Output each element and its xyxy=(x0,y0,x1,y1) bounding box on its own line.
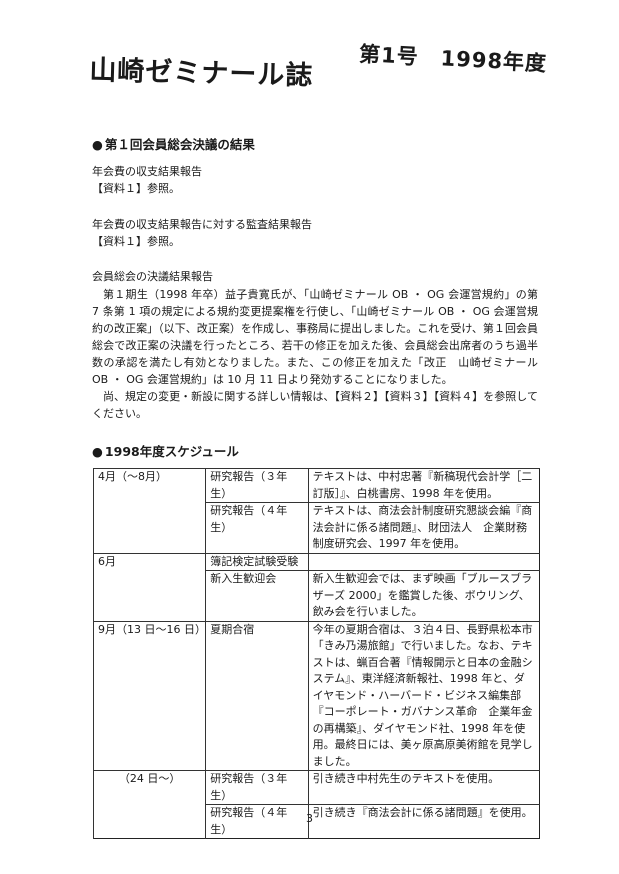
page-number: 3 xyxy=(306,812,313,825)
resolution-paragraph-2: 尚、規定の変更・新設に関する詳しい情報は、【資料２】【資料３】【資料４】を参照し… xyxy=(92,390,538,420)
report-item-title: 年会費の収支結果報告に対する監査結果報告 xyxy=(92,218,312,231)
schedule-event: 研究報告（３年生） xyxy=(205,468,309,503)
report-item-2: 年会費の収支結果報告に対する監査結果報告 【資料１】参照。 xyxy=(92,217,534,250)
table-row: 研究報告（４年生） 引き続き『商法会計に係る諸問題』を使用。 xyxy=(92,804,540,839)
schedule-event: 簿記検定試験受験 xyxy=(205,552,309,571)
schedule-event: 研究報告（４年生） xyxy=(205,804,309,839)
schedule-event: 新入生歓迎会 xyxy=(205,570,309,621)
section-heading-text: 第１回会員総会決議の結果 xyxy=(104,137,255,152)
schedule-detail: テキストは、商法会計制度研究懇談会編『商法会計に係る諸問題』、財団法人 企業財務… xyxy=(307,502,540,553)
section-heading-text: 1998年度スケジュール xyxy=(104,444,239,459)
table-row: 6月 簿記検定試験受験 xyxy=(92,552,540,571)
table-row: 研究報告（４年生） テキストは、商法会計制度研究懇談会編『商法会計に係る諸問題』… xyxy=(92,502,540,553)
schedule-date: 9月（13 日～16 日） xyxy=(92,620,206,771)
report-item-title: 年会費の収支結果報告 xyxy=(92,165,202,178)
publication-title: 山崎ゼミナール誌 xyxy=(89,54,314,92)
schedule-date xyxy=(92,570,206,621)
schedule-date: （24 日～） xyxy=(92,770,206,805)
schedule-date xyxy=(92,502,206,553)
report-item-ref: 【資料１】参照。 xyxy=(92,181,180,195)
report-item-1: 年会費の収支結果報告 【資料１】参照。 xyxy=(92,164,534,197)
schedule-detail: 今年の夏期合宿は、３泊４日、長野県松本市「きみ乃湯旅館」で行いました。なお、テキ… xyxy=(307,620,540,771)
section-heading-schedule: ●1998年度スケジュール xyxy=(92,441,239,460)
schedule-detail: テキストは、中村忠著『新稿現代会計学［二訂版］』、白桃書房、1998 年を使用。 xyxy=(307,468,540,503)
schedule-event: 研究報告（４年生） xyxy=(205,502,309,553)
table-row: 新入生歓迎会 新入生歓迎会では、まず映画「ブルースブラザーズ 2000」を鑑賞し… xyxy=(92,570,540,621)
table-row: （24 日～） 研究報告（３年生） 引き続き中村先生のテキストを使用。 xyxy=(92,770,540,805)
resolution-body: 第１期生（1998 年卒）益子貴寛氏が、「山崎ゼミナール OB ・ OG 会運営… xyxy=(92,286,538,422)
table-row: 4月（～8月） 研究報告（３年生） テキストは、中村忠著『新稿現代会計学［二訂版… xyxy=(92,468,540,503)
resolution-title: 会員総会の決議結果報告 xyxy=(92,269,534,286)
schedule-date: 6月 xyxy=(92,552,206,571)
schedule-detail: 引き続き中村先生のテキストを使用。 xyxy=(307,770,540,805)
bullet-icon: ● xyxy=(92,137,103,152)
schedule-detail: 新入生歓迎会では、まず映画「ブルースブラザーズ 2000」を鑑賞した後、ボウリン… xyxy=(307,570,540,621)
section-heading-resolution: ●第１回会員総会決議の結果 xyxy=(92,134,255,153)
resolution-title-text: 会員総会の決議結果報告 xyxy=(92,270,213,283)
schedule-date xyxy=(92,804,206,839)
schedule-event: 研究報告（３年生） xyxy=(205,770,309,805)
bullet-icon: ● xyxy=(92,444,103,459)
report-item-ref: 【資料１】参照。 xyxy=(92,234,180,248)
table-row: 9月（13 日～16 日） 夏期合宿 今年の夏期合宿は、３泊４日、長野県松本市「… xyxy=(92,620,540,771)
schedule-date: 4月（～8月） xyxy=(92,468,206,503)
resolution-paragraph-1: 第１期生（1998 年卒）益子貴寛氏が、「山崎ゼミナール OB ・ OG 会運営… xyxy=(92,288,538,386)
schedule-detail: 引き続き『商法会計に係る諸問題』を使用。 xyxy=(307,804,540,839)
schedule-event: 夏期合宿 xyxy=(205,620,309,771)
issue-label: 第1号 1998年度 xyxy=(358,41,548,76)
schedule-table: 4月（～8月） 研究報告（３年生） テキストは、中村忠著『新稿現代会計学［二訂版… xyxy=(92,468,540,839)
schedule-detail xyxy=(307,552,540,571)
